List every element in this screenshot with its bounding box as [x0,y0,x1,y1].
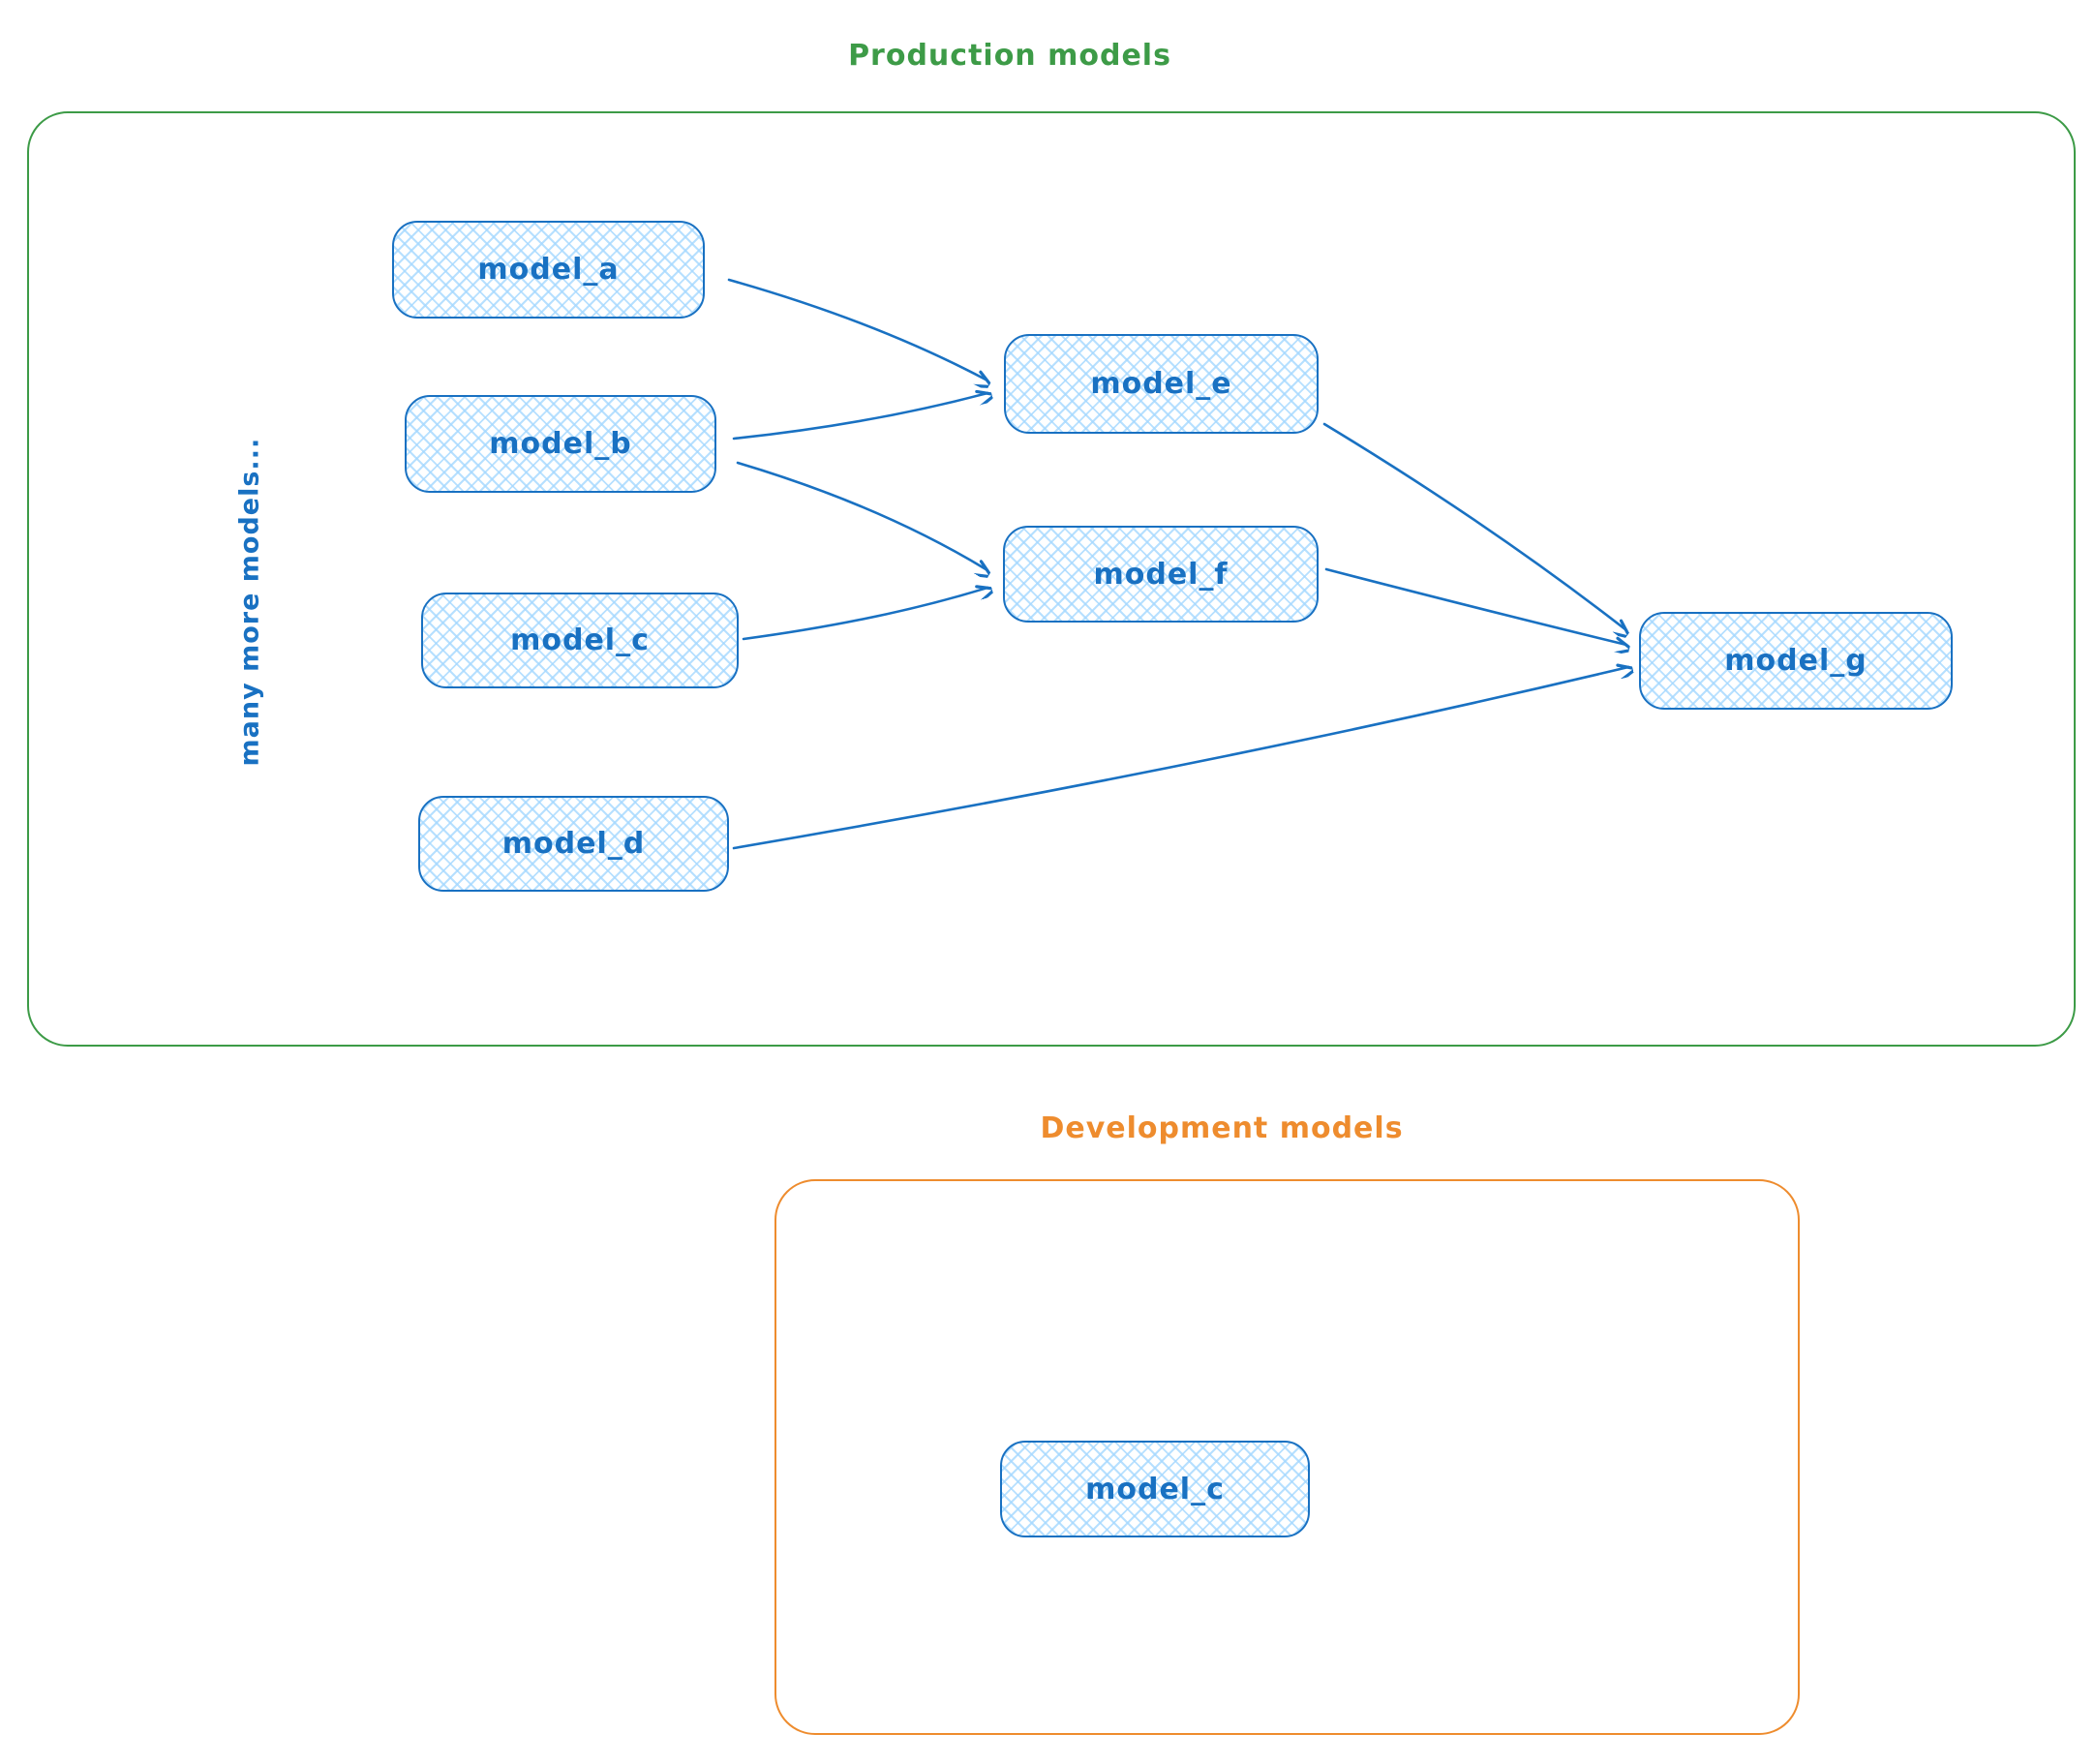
node-model_b[interactable]: model_b [405,395,716,493]
edge-model_e-to-model_g[interactable] [1322,422,1626,630]
edge-model_a-to-model_e[interactable] [727,278,987,380]
edge-model_c-to-model_f[interactable] [742,588,987,641]
many-more-models-note: many more models... [234,437,265,767]
edge-model_d-to-model_g[interactable] [732,667,1628,850]
node-model_a[interactable]: model_a [392,221,705,319]
node-model_c-label: model_c [510,623,650,657]
node-model_b-label: model_b [489,427,632,461]
development-group-title: Development models [1040,1111,1404,1145]
edge-model_b-to-model_e[interactable] [732,393,987,441]
node-model_c[interactable]: model_c [421,593,739,688]
node-model_d-label: model_d [501,827,646,861]
node-model_g-label: model_g [1724,644,1867,678]
node-model_g[interactable]: model_g [1639,612,1953,710]
node-model_a-label: model_a [477,253,620,287]
node-model_d[interactable]: model_d [418,796,729,892]
node-dev-model_c[interactable]: model_c [1000,1441,1310,1537]
edge-model_f-to-model_g[interactable] [1324,567,1626,645]
development-container-frame[interactable] [774,1179,1800,1735]
node-model_e-label: model_e [1090,367,1232,401]
node-model_e[interactable]: model_e [1004,334,1319,434]
node-model_f[interactable]: model_f [1003,526,1319,623]
production-group-title: Production models [848,39,1171,73]
production-container-frame[interactable] [27,111,2076,1047]
edge-model_b-to-model_f[interactable] [736,461,987,570]
node-dev-model_c-label: model_c [1085,1472,1225,1506]
node-model_f-label: model_f [1093,557,1229,592]
